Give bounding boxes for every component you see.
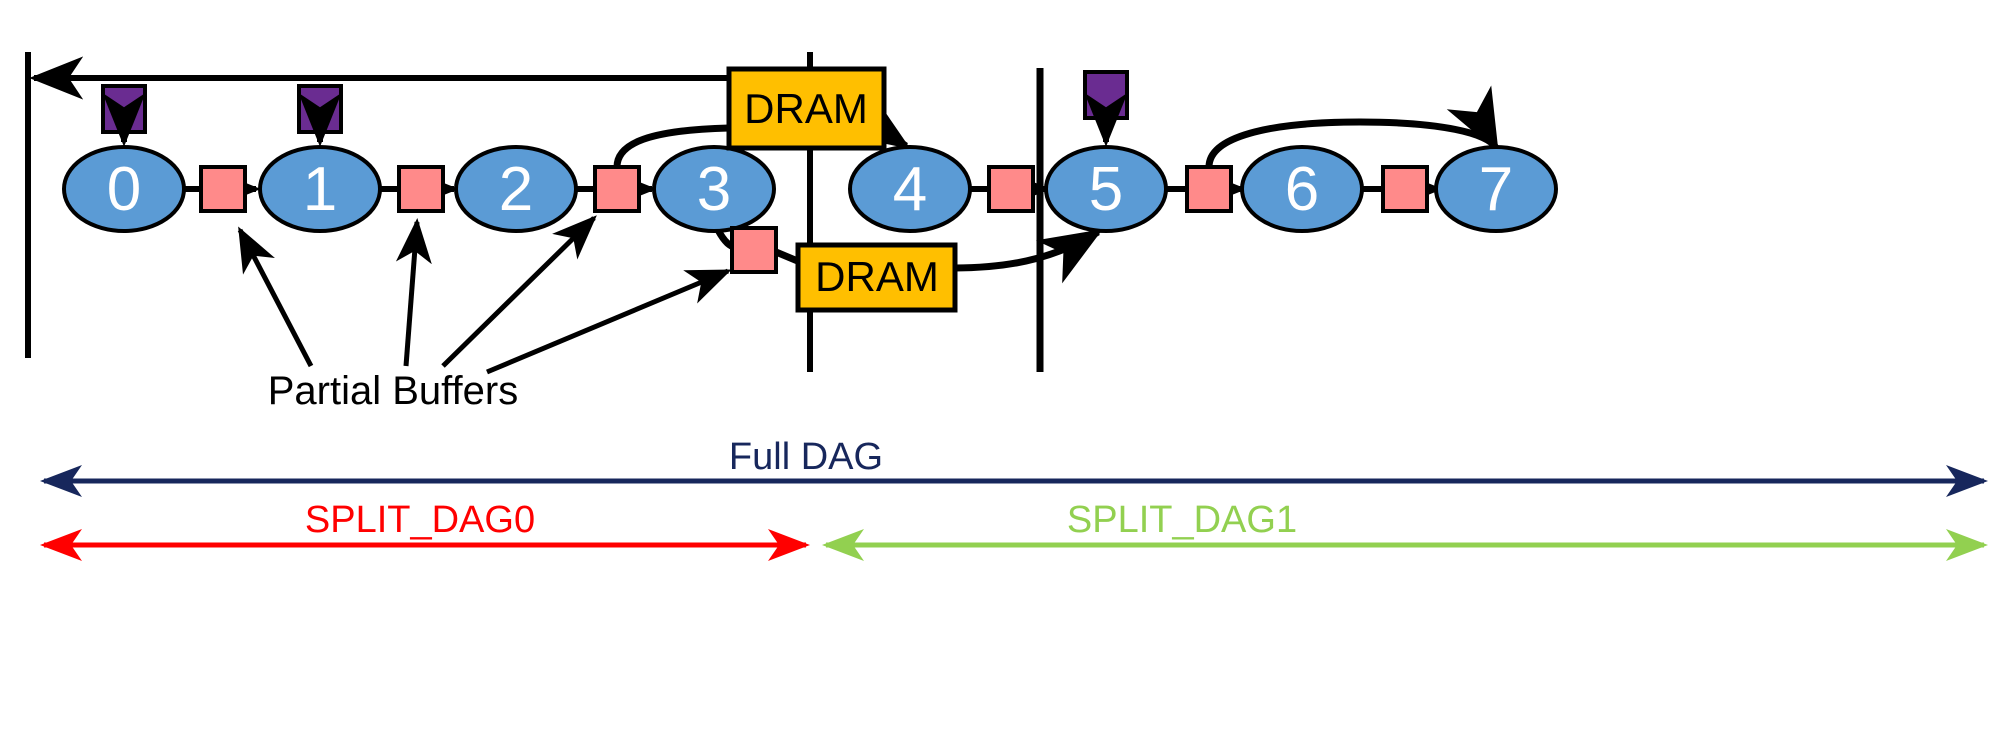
node-label: 5 <box>1089 155 1123 224</box>
node-1[interactable]: 1 <box>258 145 382 233</box>
node-6[interactable]: 6 <box>1240 145 1364 233</box>
dram-block-bottom[interactable]: DRAM <box>795 242 958 313</box>
span-full-dag: Full DAG <box>39 436 1989 498</box>
weight-group-node-1 <box>297 84 343 147</box>
weight-block-icon <box>297 84 343 134</box>
edge-dram-bottom-to-node5 <box>954 229 1103 284</box>
weight-block-icon <box>1083 70 1129 120</box>
node-0[interactable]: 0 <box>62 145 186 233</box>
partial-buffer-2-3[interactable] <box>593 165 641 213</box>
node-label: 4 <box>893 155 927 224</box>
node-shape <box>1044 145 1168 233</box>
span-split-dag1: SPLIT_DAG1 <box>821 499 1989 562</box>
node-shape <box>62 145 186 233</box>
leader-to-buffer-1-2 <box>395 218 432 367</box>
dram-shape <box>795 242 958 313</box>
weight-group-node-5 <box>1083 70 1129 147</box>
node-7[interactable]: 7 <box>1434 145 1558 233</box>
partial-buffer-1-2[interactable] <box>397 165 445 213</box>
node-shape <box>454 145 578 233</box>
node-shape <box>258 145 382 233</box>
span-split-dag1-label: SPLIT_DAG1 <box>1067 499 1297 541</box>
node-label: 7 <box>1479 155 1513 224</box>
weight-group-node-0 <box>101 84 147 147</box>
node-shape <box>848 145 972 233</box>
node-label: 1 <box>303 155 337 224</box>
dram-label: DRAM <box>815 253 939 300</box>
leader-to-buffer-3-dram <box>486 268 732 375</box>
leader-to-buffer-0-1 <box>237 226 314 368</box>
partial-buffer-0-1[interactable] <box>199 165 247 213</box>
partial-buffer-3-dram[interactable] <box>730 226 778 274</box>
span-split-dag0: SPLIT_DAG0 <box>39 499 811 562</box>
node-shape <box>1434 145 1558 233</box>
node-2[interactable]: 2 <box>454 145 578 233</box>
dram-label: DRAM <box>744 85 868 132</box>
node-label: 0 <box>107 155 141 224</box>
leader-to-buffer-2-3 <box>441 215 597 368</box>
node-4[interactable]: 4 <box>848 145 972 233</box>
edge-dram-top-to-node4 <box>844 93 911 150</box>
node-label: 3 <box>697 155 731 224</box>
node-5[interactable]: 5 <box>1044 145 1168 233</box>
partial-buffers-label: Partial Buffers <box>268 369 519 413</box>
dram-block-top[interactable]: DRAM <box>726 66 887 151</box>
dram-shape <box>726 66 887 151</box>
node-shape <box>652 145 776 233</box>
span-full-dag-label: Full DAG <box>729 436 883 478</box>
node-3[interactable]: 3 <box>652 145 776 233</box>
weight-block-icon <box>101 84 147 134</box>
partial-buffer-4-5[interactable] <box>987 165 1035 213</box>
span-split-dag0-label: SPLIT_DAG0 <box>305 499 535 541</box>
partial-buffer-5-6[interactable] <box>1185 165 1233 213</box>
node-shape <box>1240 145 1364 233</box>
edge-buffer23-to-dram-top <box>613 124 730 168</box>
node-label: 2 <box>499 155 533 224</box>
edge-buffer56-to-node7 <box>1205 85 1500 168</box>
partial-buffer-6-7[interactable] <box>1381 165 1429 213</box>
node-label: 6 <box>1285 155 1319 224</box>
